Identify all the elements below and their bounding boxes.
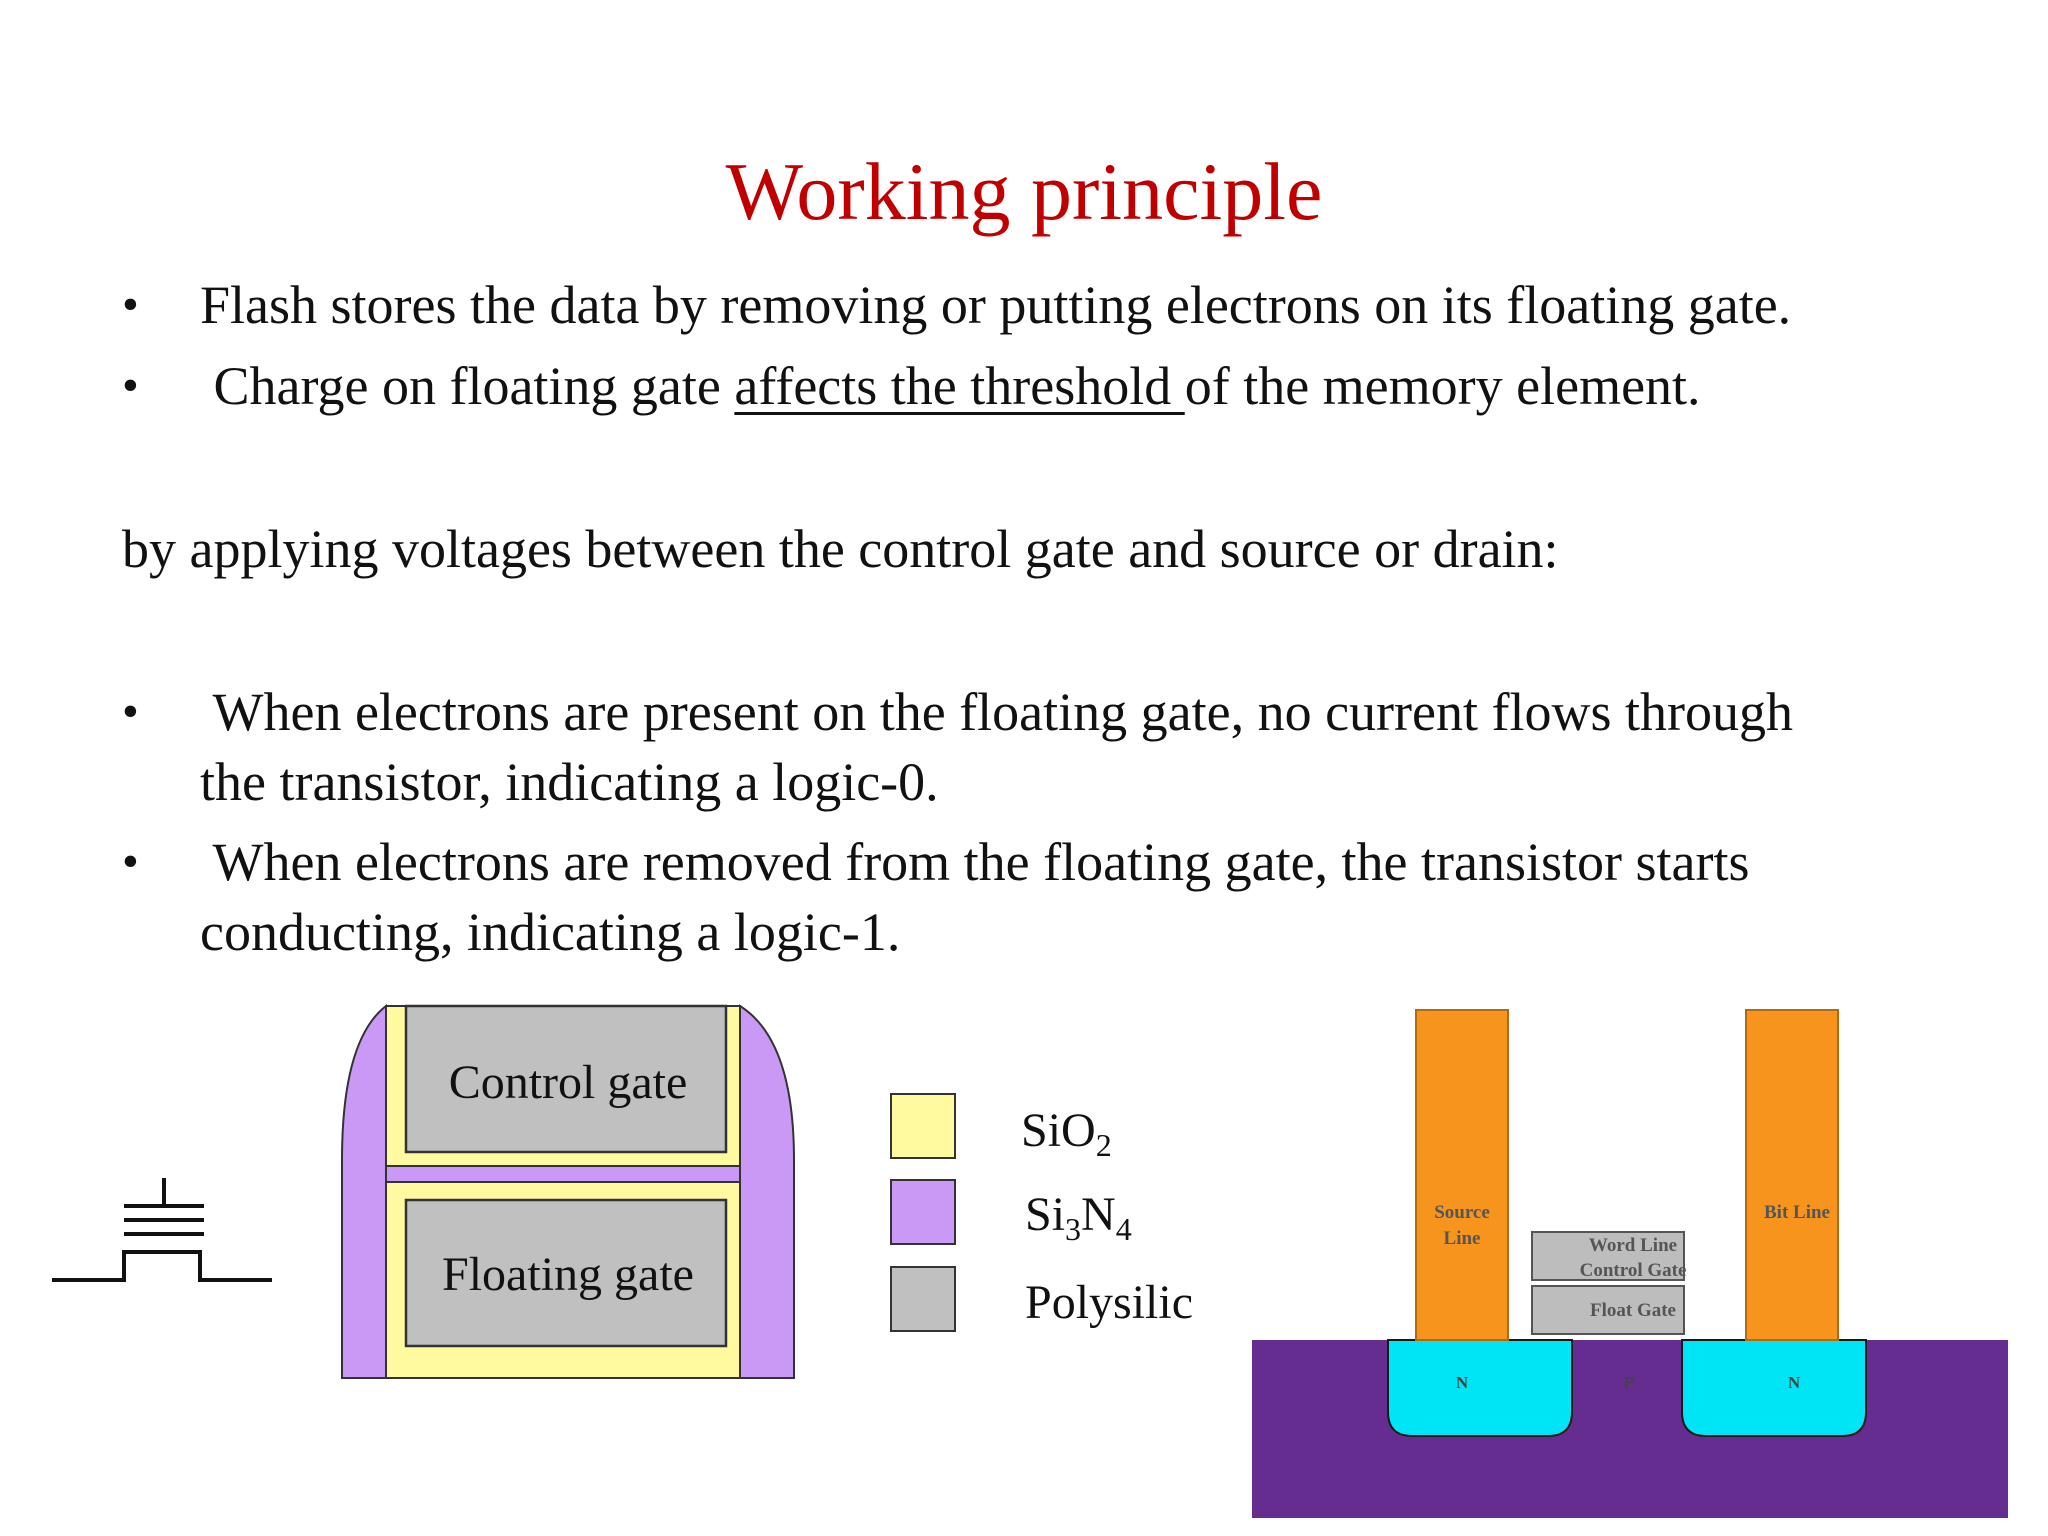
nitride-interlayer xyxy=(385,1165,741,1183)
legend-label-si3n4: Si3N4 xyxy=(1025,1188,1132,1247)
material-legend: SiO2 Si3N4 Polysilic xyxy=(888,1092,1220,1352)
bullet-text: of the memory element. xyxy=(1184,356,1701,416)
legend-label-sio2: SiO2 xyxy=(1021,1104,1112,1163)
transistor-symbol xyxy=(52,1178,272,1282)
n-right-label: N xyxy=(1788,1373,1801,1392)
source-line xyxy=(1415,1009,1509,1341)
bullet-logic-0-line1: When electrons are present on the floati… xyxy=(200,682,1793,742)
bit-line-label: Bit Line xyxy=(1764,1202,1830,1223)
bullet-marker: • xyxy=(122,278,139,331)
legend-swatch-si3n4 xyxy=(890,1179,956,1245)
floating-gate-label: Floating gate xyxy=(442,1248,694,1301)
legend-swatch-poly xyxy=(890,1266,956,1332)
gate-stack-diagram: Control gate Floating gate xyxy=(341,1003,795,1379)
source-line-label: Source xyxy=(1434,1202,1490,1223)
float-gate-label: Float Gate xyxy=(1590,1300,1676,1321)
control-gate-block xyxy=(1531,1231,1685,1281)
n-well-left xyxy=(1387,1339,1573,1437)
bullet-marker: • xyxy=(122,685,139,738)
bit-line xyxy=(1745,1009,1839,1341)
p-region-label: P xyxy=(1624,1373,1634,1392)
n-well-right xyxy=(1681,1339,1867,1437)
p-substrate xyxy=(1252,1340,2008,1518)
bullet-logic-1-line1: When electrons are removed from the floa… xyxy=(200,832,1750,892)
bullet-logic-0-line2: the transistor, indicating a logic-0. xyxy=(200,752,939,812)
source-line-label: Line xyxy=(1444,1228,1481,1249)
control-gate-label: Control gate xyxy=(449,1056,688,1109)
n-left-label: N xyxy=(1456,1373,1469,1392)
slide-title: Working principle xyxy=(725,146,1323,237)
nitride-spacer-right xyxy=(739,1004,795,1379)
floating-gate xyxy=(404,1198,728,1348)
nitride-spacer-left xyxy=(341,1003,387,1379)
word-line-label: Word Line xyxy=(1589,1235,1677,1256)
control-gate xyxy=(404,1004,728,1154)
flash-cell-cross-section: Source Line Bit Line Word Line Control G… xyxy=(1252,1009,2008,1518)
legend-label-poly: Polysilic xyxy=(1025,1276,1193,1329)
legend-swatch-sio2 xyxy=(890,1093,956,1159)
bullet-marker: • xyxy=(122,835,139,888)
control-gate-label: Control Gate xyxy=(1580,1260,1687,1281)
bullet-charge-threshold: Charge on floating gate affects the thre… xyxy=(200,351,1701,421)
bullet-text: Charge on floating gate xyxy=(200,356,735,416)
float-gate-block xyxy=(1531,1285,1685,1335)
underlined-phrase: affects the threshold xyxy=(734,356,1185,416)
bullet-logic-1-line2: conducting, indicating a logic-1. xyxy=(200,902,901,962)
intro-line: by applying voltages between the control… xyxy=(122,519,1559,579)
bullet-flash-stores: Flash stores the data by removing or put… xyxy=(200,275,1792,335)
bullet-marker: • xyxy=(122,359,139,412)
